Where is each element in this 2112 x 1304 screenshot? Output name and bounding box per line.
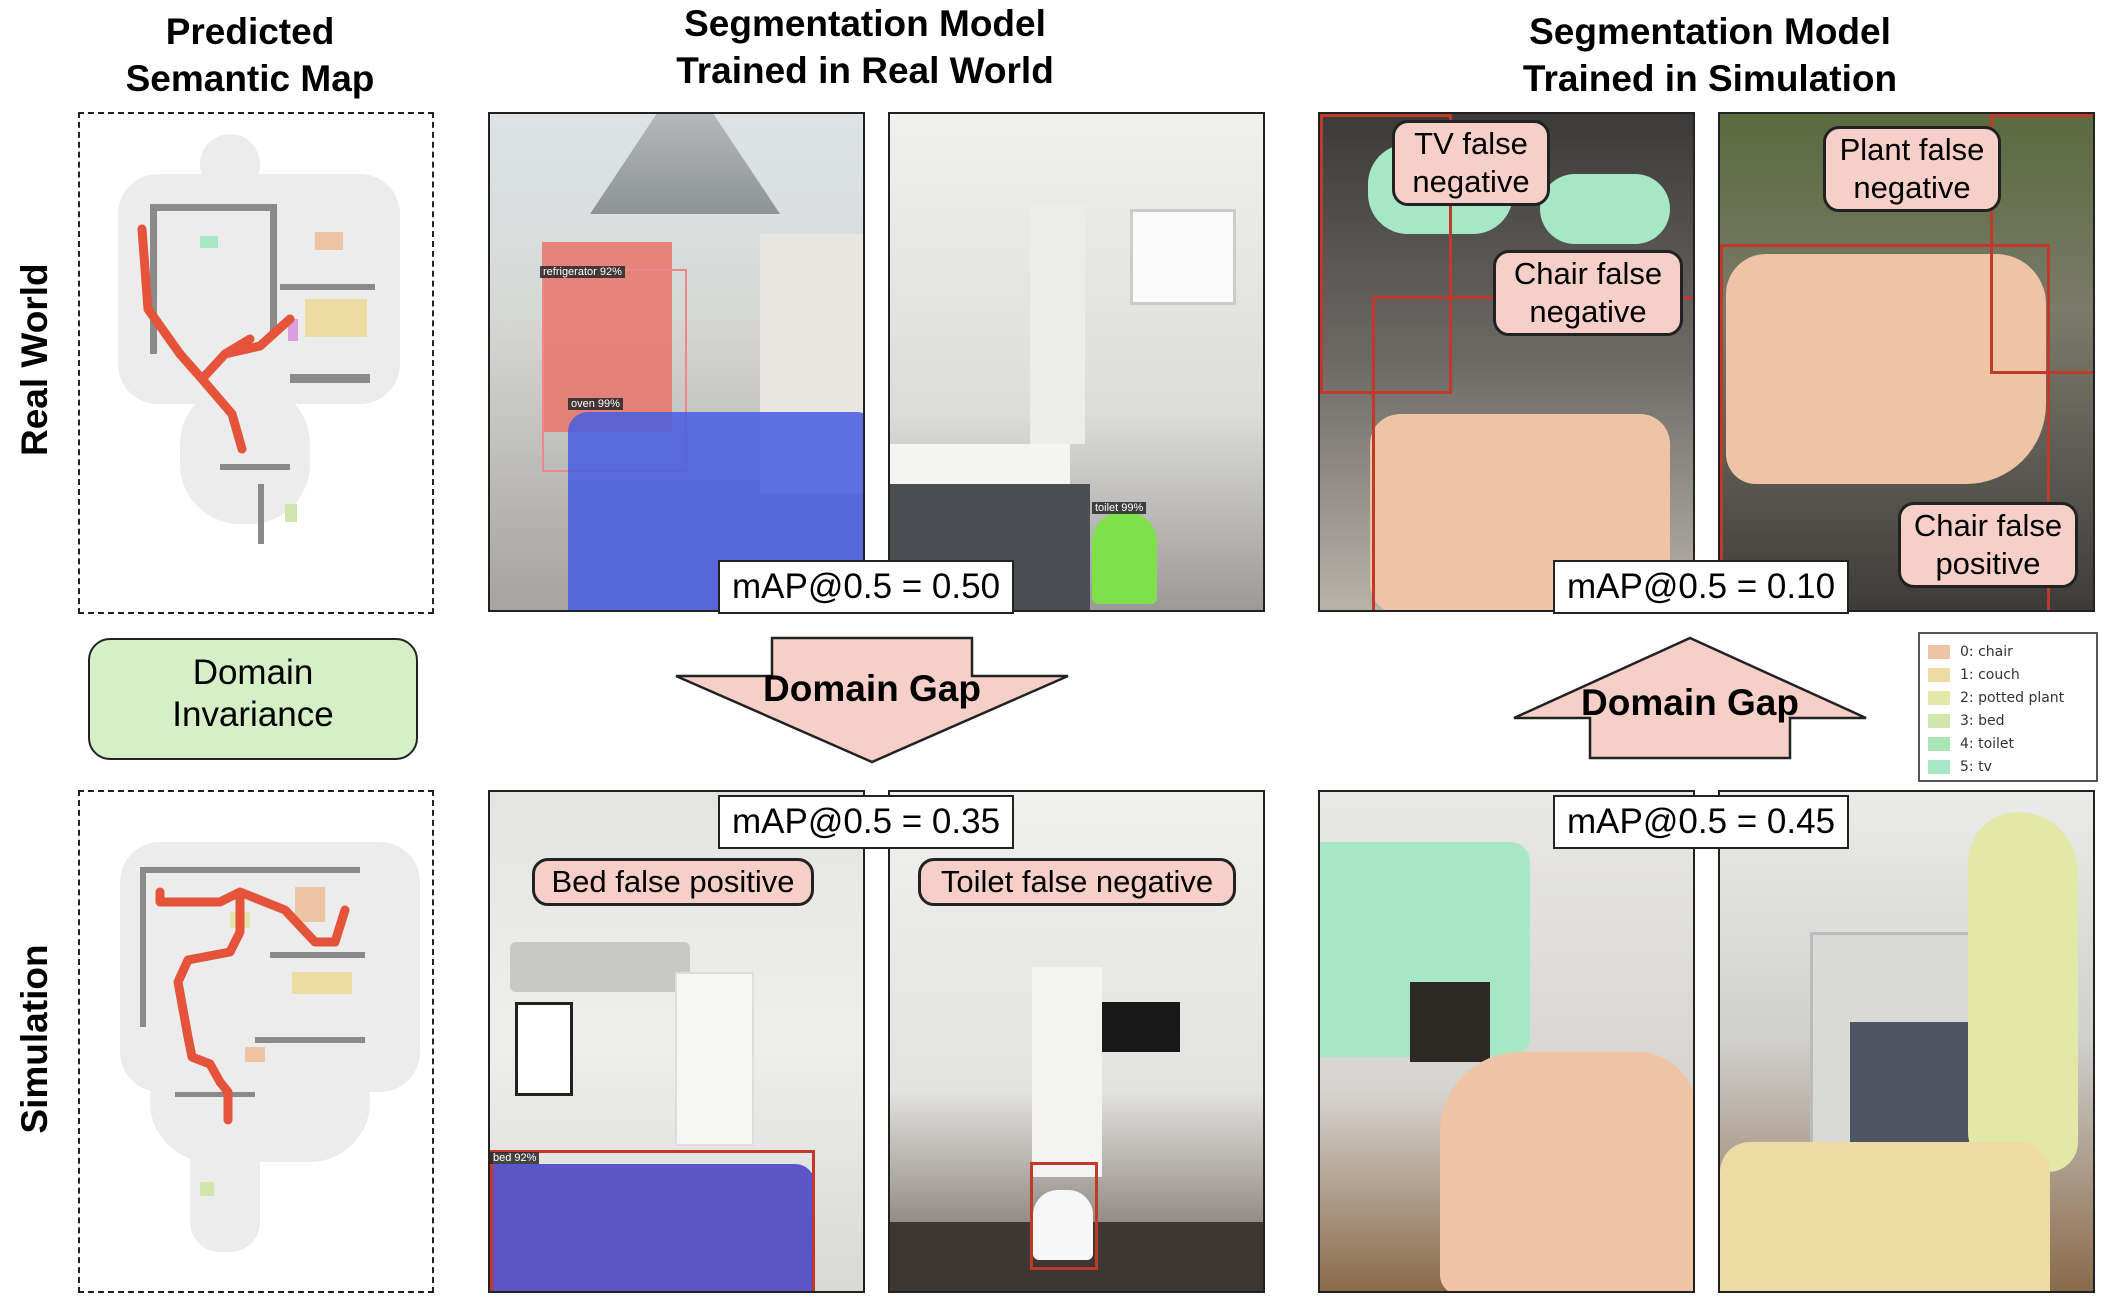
robot-path-sim: [155, 887, 350, 1125]
metric-real-on-real: mAP@0.5 = 0.50: [718, 560, 1015, 614]
annotation-chair-false-positive: Chair false positive: [1898, 502, 2078, 588]
legend-item: 3: bed: [1928, 709, 2088, 732]
legend-item: 2: potted plant: [1928, 686, 2088, 709]
domain-gap-label-up: Domain Gap: [1581, 682, 1799, 723]
row-label-real-world: Real World: [14, 263, 55, 456]
class-legend: 0: chair 1: couch 2: potted plant 3: bed…: [1918, 632, 2098, 782]
real-model-column-title: Segmentation Model Trained in Real World: [676, 3, 1054, 91]
sim-plant-mask: [1968, 812, 2078, 1172]
annotation-bed-false-positive: Bed false positive: [532, 858, 814, 906]
toilet-mask: [1092, 512, 1157, 604]
legend-swatch: [1928, 644, 1950, 659]
toilet-detection-label: toilet 99%: [1092, 502, 1147, 514]
real-kitchen-photo: refrigerator 92% oven 99%: [488, 112, 865, 612]
domain-gap-arrow-up: [1513, 636, 1867, 760]
legend-swatch: [1928, 667, 1950, 682]
oven-detection-label: oven 99%: [568, 398, 623, 410]
real-bathroom-photo: toilet 99%: [888, 112, 1265, 612]
sim-model-column-title: Segmentation Model Trained in Simulation: [1522, 11, 1898, 99]
sim-livingroom-render-2: [1718, 790, 2095, 1293]
annotation-plant-false-negative: Plant false negative: [1823, 126, 2001, 212]
semantic-map-real: [78, 112, 434, 614]
legend-swatch: [1928, 713, 1950, 728]
semantic-map-sim: [78, 790, 434, 1293]
legend-swatch: [1928, 736, 1950, 751]
robot-path-real: [137, 224, 295, 454]
metric-sim-on-real: mAP@0.5 = 0.10: [1553, 560, 1850, 614]
metric-real-on-sim: mAP@0.5 = 0.35: [718, 795, 1015, 849]
legend-item: 1: couch: [1928, 663, 2088, 686]
domain-invariance-box: Domain Invariance: [88, 638, 418, 760]
domain-gap-label-down: Domain Gap: [763, 668, 981, 709]
bed-detection-label: bed 92%: [490, 1152, 540, 1164]
legend-item: 0: chair: [1928, 640, 2088, 663]
bed-mask: [490, 1164, 815, 1291]
map-column-title: Predicted Semantic Map: [125, 11, 375, 99]
refrigerator-detection-label: refrigerator 92%: [540, 266, 625, 278]
sim-chair-mask: [1440, 1052, 1693, 1291]
annotation-toilet-false-negative: Toilet false negative: [918, 858, 1236, 906]
legend-item: 4: toilet: [1928, 732, 2088, 755]
metric-sim-on-sim: mAP@0.5 = 0.45: [1553, 795, 1850, 849]
sim-livingroom-render-1: [1318, 790, 1695, 1293]
row-label-simulation: Simulation: [14, 944, 55, 1134]
legend-item: 5: tv: [1928, 755, 2088, 778]
domain-gap-arrow-down: [675, 636, 1069, 764]
legend-swatch: [1928, 690, 1950, 705]
annotation-tv-false-negative: TV false negative: [1392, 120, 1550, 206]
annotation-chair-false-negative: Chair false negative: [1493, 250, 1683, 336]
legend-swatch: [1928, 759, 1950, 774]
sim-couch-mask: [1720, 1142, 2050, 1291]
